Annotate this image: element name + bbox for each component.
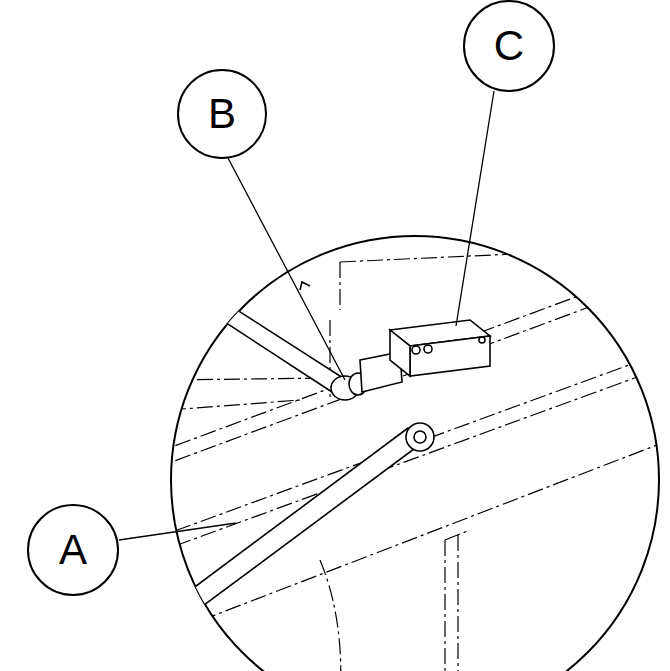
callout-letter: B <box>208 93 236 135</box>
bracket-edge <box>300 282 310 290</box>
detail-circle <box>171 236 659 671</box>
screw <box>479 337 485 343</box>
switch-side <box>390 330 410 376</box>
upper-rod <box>188 283 340 392</box>
screw <box>412 346 420 354</box>
screw <box>424 345 432 353</box>
callout-circle: B <box>177 69 267 159</box>
callout-circle: C <box>463 0 555 92</box>
leader-line <box>119 523 236 540</box>
callout-letter: A <box>59 529 87 571</box>
eye-hole <box>414 431 426 443</box>
leader-line <box>228 158 345 380</box>
switch-front <box>410 336 490 376</box>
lower-rod <box>180 428 418 614</box>
leader-line <box>456 91 494 326</box>
callout-letter: C <box>494 25 524 67</box>
callout-circle: A <box>27 504 119 596</box>
leader-lines <box>119 91 494 540</box>
rod-eye <box>406 423 434 451</box>
linkage-parts <box>180 282 490 614</box>
